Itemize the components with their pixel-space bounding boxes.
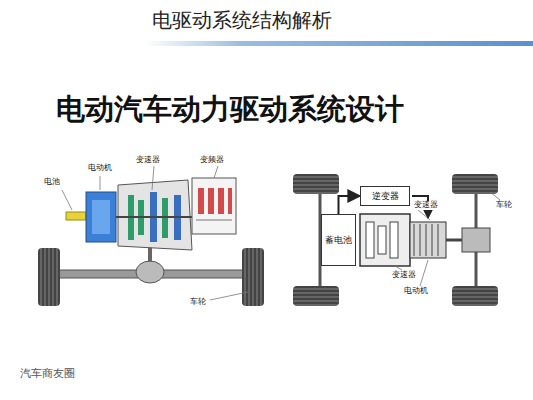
- watermark: 汽车商友圈: [20, 368, 75, 380]
- leader-lines: [62, 166, 500, 300]
- part-label: 电动机: [88, 164, 112, 173]
- part-label: 变速器: [414, 201, 438, 210]
- component-box: 蓄电池: [321, 214, 356, 266]
- part-label: 电动机: [404, 287, 428, 296]
- part-label: 电池: [44, 178, 60, 187]
- right-drivetrain: [293, 174, 498, 306]
- part-label: 车轮: [496, 201, 512, 210]
- component-box: 逆变器: [360, 186, 410, 206]
- part-label: 车轮: [190, 298, 206, 307]
- title-bar: [145, 41, 533, 46]
- left-drivetrain: [38, 178, 264, 306]
- part-label: 变速器: [136, 156, 160, 165]
- connector-arrow: [339, 196, 361, 214]
- component-label: 逆变器: [372, 190, 399, 203]
- part-label: 变速器: [392, 271, 416, 280]
- component-label: 蓄电池: [325, 234, 352, 247]
- figure-heading: 电动汽车动力驱动系统设计: [56, 94, 404, 126]
- slide-title: 电驱动系统结构解析: [152, 9, 332, 31]
- part-label: 变频器: [200, 156, 224, 165]
